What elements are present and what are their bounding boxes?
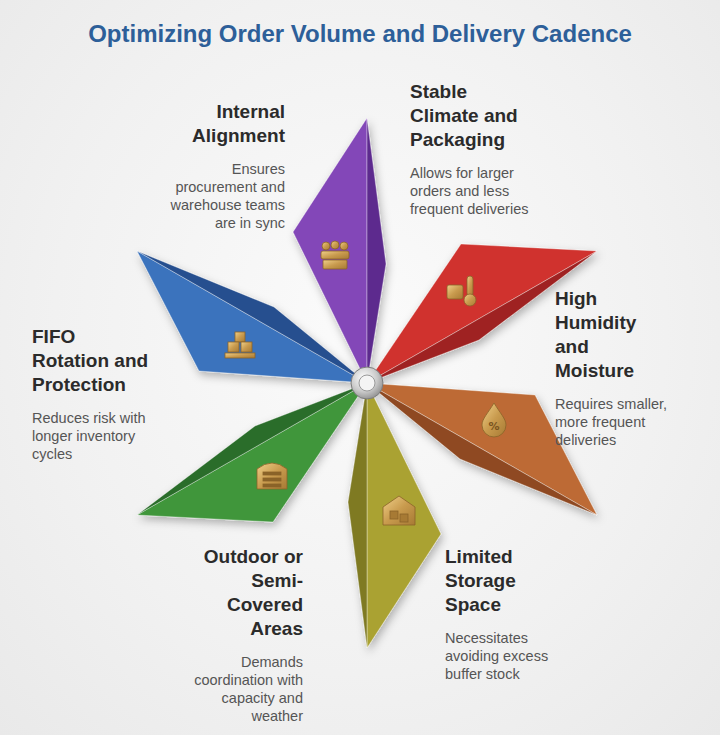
climate-icon — [447, 276, 476, 306]
green-blade-shade — [137, 383, 367, 515]
blade-description: Reduces risk with longer inventory cycle… — [32, 409, 172, 463]
blade-label: High Humidity and MoistureRequires small… — [555, 287, 695, 449]
blade-label: FIFO Rotation and ProtectionReduces risk… — [32, 325, 172, 463]
blade-heading: Outdoor or Semi-Covered Areas — [191, 545, 303, 641]
green-blade — [137, 383, 367, 522]
blue-blade — [137, 251, 367, 383]
olive-blade-shade — [348, 383, 367, 648]
hub — [351, 367, 383, 399]
diagram-title: Optimizing Order Volume and Delivery Cad… — [0, 20, 720, 48]
blade-heading: Limited Storage Space — [445, 545, 555, 617]
blade-description: Allows for larger orders and less freque… — [410, 164, 530, 218]
blue-blade-shade — [137, 251, 367, 383]
blade-description: Ensures procurement and warehouse teams … — [160, 160, 285, 232]
blade-description: Requires smaller, more frequent deliveri… — [555, 395, 695, 449]
boxes-icon — [225, 332, 255, 358]
humidity-icon: % — [482, 403, 506, 437]
icons: % — [225, 241, 506, 525]
blade-label: Outdoor or Semi-Covered AreasDemands coo… — [178, 545, 303, 725]
blade-label: Internal AlignmentEnsures procurement an… — [160, 100, 285, 232]
olive-blade — [367, 383, 441, 648]
purple-blade-shade — [367, 118, 386, 383]
blade-heading: FIFO Rotation and Protection — [32, 325, 157, 397]
blade-description: Necessitates avoiding excess buffer stoc… — [445, 629, 580, 683]
blade-heading: Internal Alignment — [160, 100, 285, 148]
blade-label: Limited Storage SpaceNecessitates avoidi… — [445, 545, 580, 683]
team-icon — [321, 241, 349, 269]
blade-description: Demands coordination with capacity and w… — [178, 653, 303, 725]
svg-text:%: % — [488, 420, 499, 433]
shelter-icon — [257, 463, 287, 489]
blade-label: Stable Climate and PackagingAllows for l… — [410, 80, 535, 218]
blade-heading: High Humidity and Moisture — [555, 287, 673, 383]
blade-heading: Stable Climate and Packaging — [410, 80, 535, 152]
storage-icon — [383, 496, 415, 525]
blades — [137, 118, 597, 648]
